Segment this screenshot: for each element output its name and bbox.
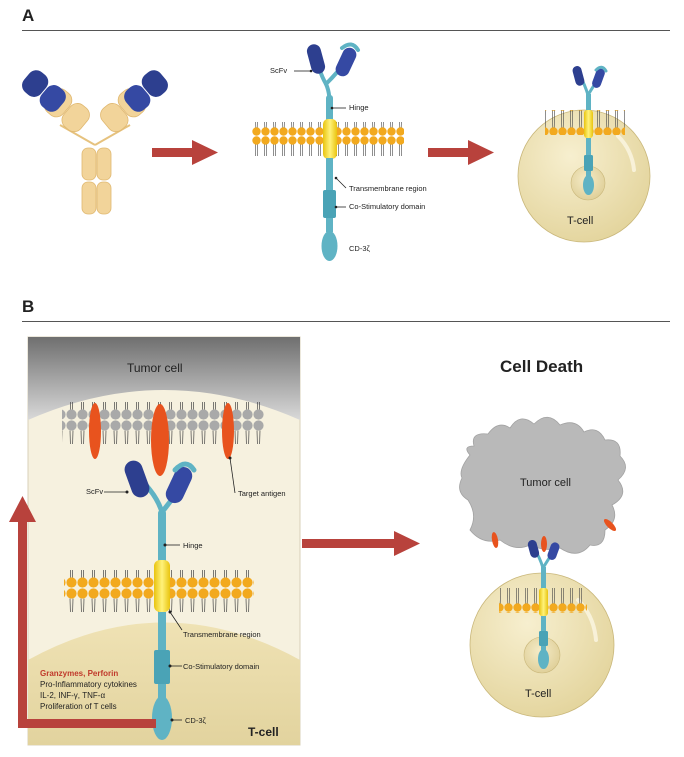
car-construct <box>252 42 404 261</box>
antigen-center <box>151 404 169 476</box>
antibody-illustration <box>22 70 168 215</box>
effects-highlight: Granzymes, Perforin <box>40 669 118 678</box>
label-costim-b: Co-Stimulatory domain <box>183 662 259 671</box>
antigen-right <box>222 403 234 459</box>
label-cd3-b: CD-3ζ <box>185 716 207 725</box>
effects-line-2: IL-2, INF-γ, TNF-α <box>40 691 105 700</box>
tumor-cell-label-box: Tumor cell <box>127 361 183 375</box>
arrow-antibody-to-car <box>152 140 218 165</box>
feedback-arrow <box>9 496 156 728</box>
tcell-corner-label: T-cell <box>248 725 279 739</box>
effects-line-1: Pro-Inflammatory cytokines <box>40 680 137 689</box>
label-hinge-a: Hinge <box>349 103 369 112</box>
panel-a-letter: A <box>22 6 35 25</box>
label-transmembrane-a: Transmembrane region <box>349 184 427 193</box>
arrow-to-cell-death <box>302 531 420 556</box>
car-tumor-interaction-box: Tumor cell Target antigen ScFv Hing <box>27 336 301 746</box>
label-scfv-a: ScFv <box>270 66 287 75</box>
label-hinge-b: Hinge <box>183 541 203 550</box>
antigen-left <box>89 403 101 459</box>
arrow-car-to-tcell <box>428 140 494 165</box>
dead-tumor-cell: Tumor cell <box>459 416 626 554</box>
car-labels-a: ScFv Hinge Transmembrane region Co-Stimu… <box>270 66 427 253</box>
label-scfv-b: ScFv <box>86 487 103 496</box>
tcell-label-b: T-cell <box>525 688 551 700</box>
panel-b-divider <box>22 321 670 322</box>
tcell-b: T-cell <box>469 540 615 718</box>
tcell-label-a: T-cell <box>567 215 593 227</box>
effects-line-3: Proliferation of T cells <box>40 702 117 711</box>
panel-a-divider <box>22 30 670 31</box>
tcell-a: T-cell <box>517 65 651 243</box>
label-cd3-a: CD-3ζ <box>349 244 371 253</box>
label-costim-a: Co-Stimulatory domain <box>349 202 425 211</box>
label-target-antigen: Target antigen <box>238 489 286 498</box>
cell-death-title: Cell Death <box>500 357 583 376</box>
label-transmembrane-b: Transmembrane region <box>183 630 261 639</box>
panel-b-letter: B <box>22 297 35 316</box>
dead-tumor-label: Tumor cell <box>520 477 571 489</box>
